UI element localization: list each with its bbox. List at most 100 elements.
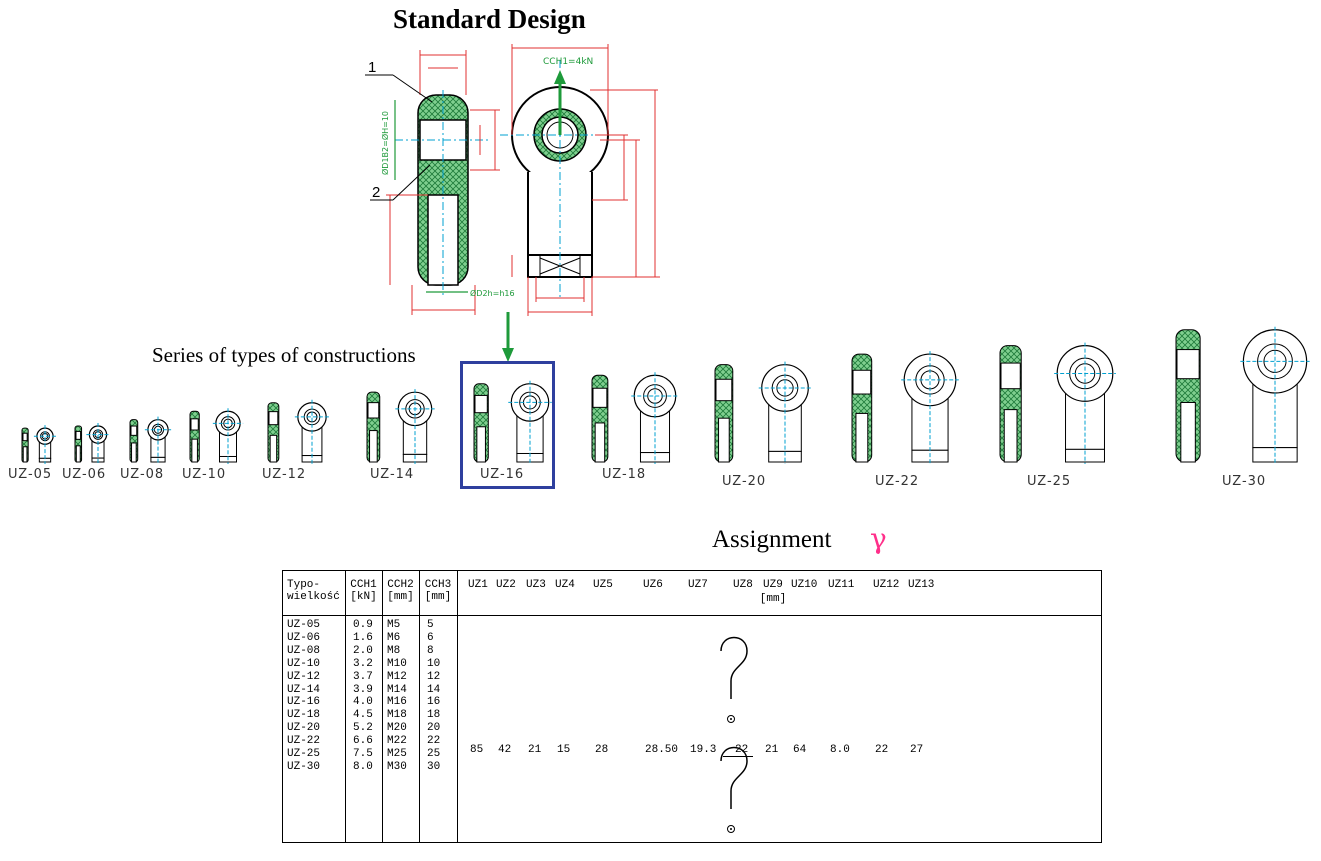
header-uz3: UZ3 — [526, 579, 546, 591]
cell-cch3: 5 — [427, 619, 434, 631]
header-cch1: CCH1[kN] — [350, 579, 377, 603]
cell-typ: UZ-16 — [287, 696, 321, 709]
cell-cch3: 20 — [427, 722, 441, 735]
svg-text:ØD2h=h16: ØD2h=h16 — [470, 288, 515, 298]
cell-typ: UZ-08 — [287, 644, 321, 657]
front-view: CCH1=4kN — [500, 44, 660, 316]
cell-cch3: 16 — [427, 696, 441, 709]
header-unit: [mm] — [759, 593, 787, 605]
value-uz12: 22 — [875, 744, 889, 756]
cell-typ: UZ-06 — [287, 631, 321, 644]
header-uz1: UZ1 — [468, 579, 488, 591]
cell-typ: UZ-10 — [287, 657, 321, 670]
table-header — [283, 571, 1101, 616]
svg-text:ØD1B2=ØH=10: ØD1B2=ØH=10 — [380, 111, 390, 175]
series-item-uz-20 — [714, 361, 812, 464]
header-uz9: UZ9 — [763, 579, 783, 591]
header-uz7: UZ7 — [688, 579, 708, 591]
series-label-uz-25: UZ-25 — [1027, 474, 1072, 489]
series-item-uz-14 — [366, 389, 435, 464]
cell-cch1: 5.2 — [353, 722, 373, 735]
value-uz10: 64 — [793, 744, 807, 756]
header-uz2: UZ2 — [496, 579, 516, 591]
cell-cch1: 3.7 — [353, 670, 373, 683]
assignment-symbol: γ — [870, 522, 887, 555]
technical-drawing: ØD2h=h16 ØD1B2=ØH=10 1 2 CCH1=4kN — [21, 44, 1310, 464]
cell-cch1: 3.9 — [353, 683, 373, 696]
value-uz4: 15 — [557, 744, 571, 756]
cell-cch2: M22 — [387, 735, 407, 748]
header-uz4: UZ4 — [555, 579, 575, 591]
cell-cch2: M5 — [387, 619, 401, 631]
header-uz6: UZ6 — [643, 579, 663, 591]
cell-cch3: 25 — [427, 748, 441, 760]
series-item-uz-30 — [1175, 326, 1310, 464]
series-item-uz-22 — [851, 351, 959, 464]
callout-1: 1 — [368, 59, 376, 76]
cell-cch1: 2.0 — [353, 644, 373, 657]
cell-typ: UZ-30 — [287, 760, 321, 773]
cell-cch1: 0.9 — [353, 619, 373, 631]
highlighted-type-box — [460, 361, 555, 489]
cell-typ: UZ-22 — [287, 735, 321, 748]
series-label-uz-20: UZ-20 — [722, 474, 767, 489]
value-uz7: 19.3 — [690, 744, 717, 756]
series-label-uz-18: UZ-18 — [602, 467, 647, 482]
series-label-uz-12: UZ-12 — [262, 467, 307, 482]
header-typ: Typo-wielkość — [287, 579, 340, 603]
header-uz10: UZ10 — [791, 579, 818, 591]
header-uz12: UZ12 — [873, 579, 900, 591]
series-label-uz-08: UZ-08 — [120, 467, 165, 482]
cell-cch3: 22 — [427, 735, 441, 748]
cell-cch2: M30 — [387, 760, 407, 773]
series-item-uz-16 — [473, 380, 552, 464]
force-label: CCH1=4kN — [543, 57, 593, 67]
cell-cch1: 6.6 — [353, 735, 373, 748]
value-uz6: 28.50 — [645, 744, 679, 756]
series-label-uz-30: UZ-30 — [1222, 474, 1267, 489]
cell-typ: UZ-14 — [287, 683, 321, 696]
series-label-uz-22: UZ-22 — [875, 474, 920, 489]
cell-cch1: 3.2 — [353, 657, 373, 670]
table-row: UZ-25 7.5 M25 25 — [283, 748, 458, 761]
cell-typ: UZ-18 — [287, 709, 321, 722]
table-row: UZ-22 6.6 M22 22 — [283, 735, 458, 748]
cell-typ: UZ-12 — [287, 670, 321, 683]
question-marks — [720, 636, 748, 833]
cell-cch1: 4.0 — [353, 696, 373, 709]
series-item-uz-18 — [591, 372, 679, 464]
header-uz8: UZ8 — [733, 579, 753, 591]
cell-cch1: 7.5 — [353, 748, 373, 760]
cell-cch2: M25 — [387, 748, 407, 760]
value-uz9: 21 — [765, 744, 779, 756]
cell-cch3: 18 — [427, 709, 441, 722]
page-title: Standard Design — [393, 4, 586, 34]
header-cch3: CCH3[mm] — [424, 579, 452, 603]
cell-typ: UZ-25 — [287, 748, 321, 760]
cell-cch3: 14 — [427, 683, 441, 696]
series-item-uz-12 — [267, 399, 330, 464]
cell-cch1: 8.0 — [353, 760, 373, 773]
header-uz11: UZ11 — [828, 579, 855, 591]
series-title: Series of types of constructions — [152, 343, 416, 367]
side-section-view: ØD2h=h16 ØD1B2=ØH=10 1 2 — [365, 50, 515, 315]
series-label-uz-14: UZ-14 — [370, 467, 415, 482]
header-uz5: UZ5 — [593, 579, 613, 591]
callout-2: 2 — [372, 184, 380, 201]
value-uz2: 42 — [498, 744, 512, 756]
cell-cch3: 8 — [427, 644, 434, 657]
series-label-uz-06: UZ-06 — [62, 467, 107, 482]
series-item-uz-10 — [189, 408, 244, 464]
series-item-uz-06 — [74, 423, 110, 464]
cell-typ: UZ-20 — [287, 722, 321, 735]
cell-cch3: 6 — [427, 631, 434, 644]
cell-cch3: 12 — [427, 670, 441, 683]
